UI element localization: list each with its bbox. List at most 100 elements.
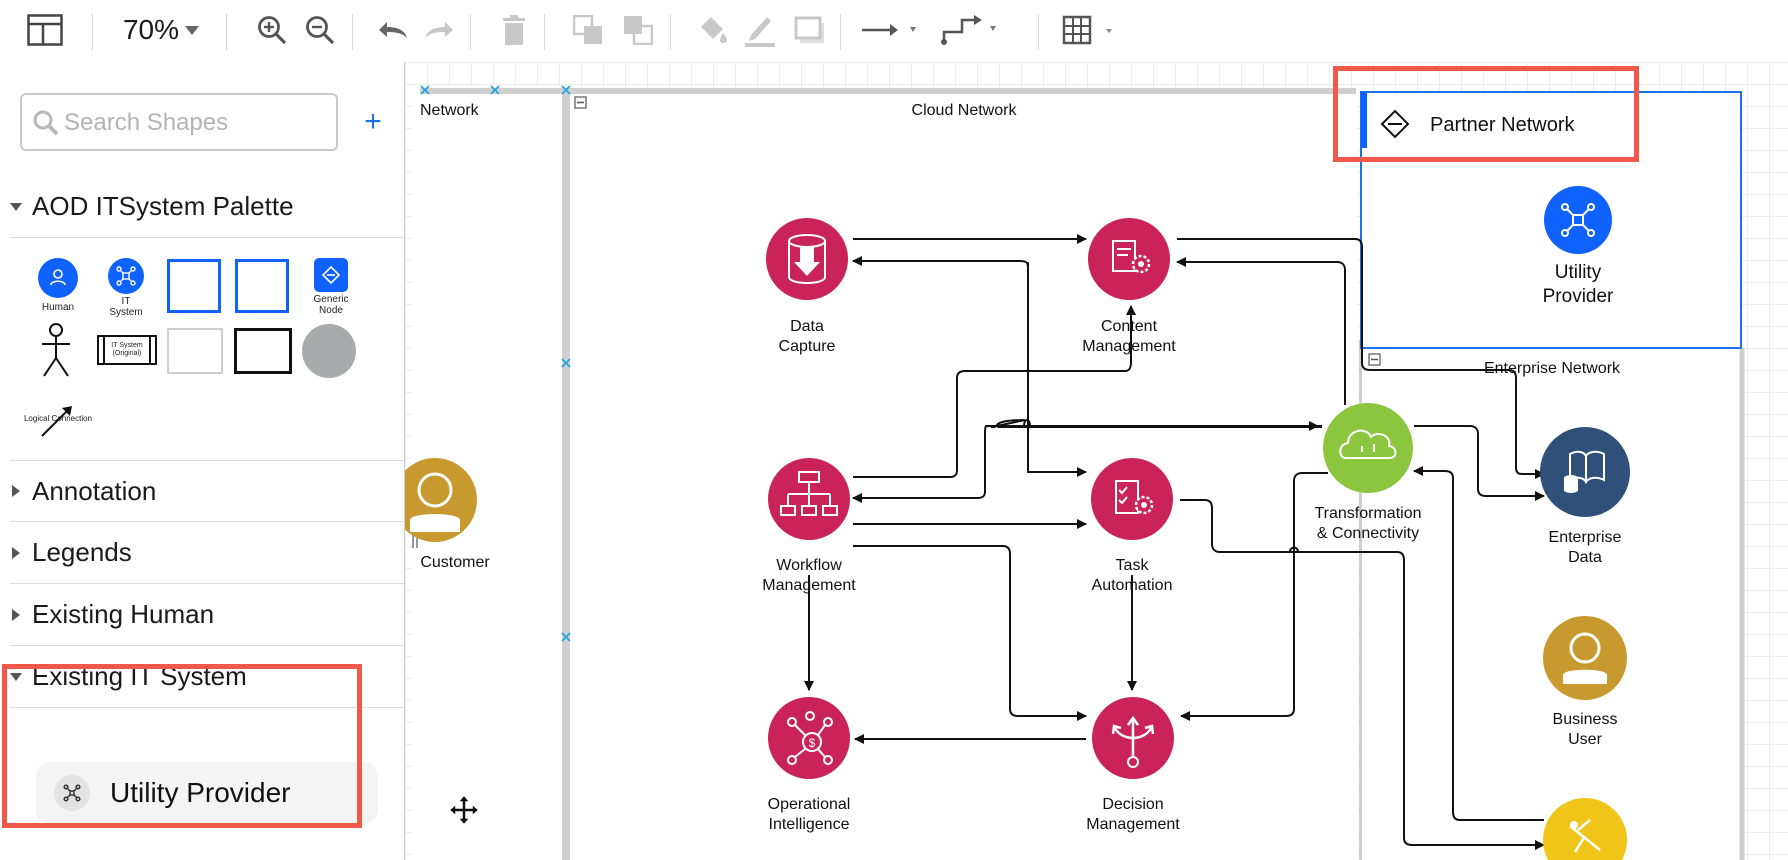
enterprise-network-label: Enterprise Network: [1484, 360, 1621, 377]
left-network-label: Network: [420, 102, 480, 119]
section-legends-label: Legends: [32, 537, 132, 567]
connection-style-icon[interactable]: [860, 8, 922, 52]
workflow-management-label-2: Management: [762, 577, 856, 594]
workflow-management-label: Workflow: [776, 557, 842, 574]
chevron-down-icon: [10, 202, 22, 211]
palette-it-system-label: IT System: [109, 296, 143, 318]
utility-provider-node-label: Utility: [1555, 262, 1602, 283]
section-annotation-label: Annotation: [32, 475, 157, 506]
utility-provider-node-label-2: Provider: [1543, 286, 1614, 307]
decision-management-label: Decision: [1102, 796, 1163, 813]
transformation-label-2: & Connectivity: [1317, 525, 1419, 542]
decision-management-label-2: Management: [1086, 816, 1180, 833]
add-shapes-button[interactable]: +: [364, 105, 382, 138]
operational-intelligence-label-2: Intelligence: [769, 816, 850, 833]
chevron-right-icon: [12, 608, 20, 621]
section-annotation[interactable]: Annotation: [10, 460, 404, 522]
undo-icon[interactable]: [374, 8, 410, 52]
content-management-label-2: Management: [1082, 338, 1176, 355]
data-capture-label: Data: [790, 318, 824, 335]
search-icon: [32, 109, 60, 142]
toolbar: 70%: [0, 0, 1788, 63]
chevron-down-icon: [185, 25, 200, 35]
palette-logical-connection[interactable]: [38, 400, 78, 440]
transformation-connectivity-node[interactable]: [1323, 403, 1413, 493]
section-existing-it-system[interactable]: Existing IT System: [10, 646, 404, 708]
palette-dark-container[interactable]: [234, 328, 292, 374]
palette-it-system-original-label: IT System (Original): [111, 342, 143, 357]
customer-label: Customer: [420, 554, 490, 571]
redo-icon[interactable]: [422, 8, 458, 52]
shapes-sidebar: + AOD ITSystem Palette Human IT System G…: [0, 62, 405, 860]
palette-light-container[interactable]: [167, 328, 223, 374]
chevron-down-icon: [10, 672, 22, 681]
palette-gray-circle[interactable]: [302, 324, 356, 378]
palette-human[interactable]: [38, 258, 78, 298]
search-input[interactable]: [62, 103, 326, 143]
fill-color-icon[interactable]: [692, 8, 732, 52]
shadow-icon[interactable]: [790, 8, 830, 52]
format-panel-icon[interactable]: [24, 8, 66, 52]
cloud-network-container[interactable]: [567, 92, 1357, 860]
section-legends[interactable]: Legends: [10, 522, 404, 584]
zoom-value: 70%: [122, 14, 180, 45]
operational-intelligence-label: Operational: [768, 796, 851, 813]
content-management-node[interactable]: [1088, 218, 1170, 300]
table-icon[interactable]: [1062, 8, 1118, 52]
palette-it-system[interactable]: [108, 258, 144, 294]
operational-intelligence-node[interactable]: $: [768, 697, 850, 779]
palette-generic-node-label: Generic Node: [313, 294, 349, 316]
utility-provider-node[interactable]: [1544, 186, 1612, 254]
task-automation-node[interactable]: [1091, 458, 1173, 540]
content-management-label: Content: [1101, 318, 1158, 335]
diagram-canvas[interactable]: Network Cloud Network Enterprise Network…: [405, 62, 1788, 860]
section-existing-human-label: Existing Human: [32, 599, 215, 629]
task-automation-label: Task: [1116, 557, 1150, 574]
transformation-label: Transformation: [1315, 505, 1422, 522]
palette-group-container-alt[interactable]: [235, 259, 289, 313]
partner-network-label: Partner Network: [1430, 114, 1575, 136]
palette-it-system-original[interactable]: [97, 335, 157, 365]
palette-title: AOD ITSystem Palette: [32, 191, 294, 221]
section-existing-it-system-label: Existing IT System: [32, 661, 247, 691]
data-capture-node[interactable]: [766, 218, 848, 300]
selection-handles[interactable]: [420, 85, 571, 642]
search-box: [20, 93, 338, 151]
palette-stick-figure[interactable]: [38, 322, 74, 380]
enterprise-data-node[interactable]: [1540, 427, 1630, 517]
zoom-dropdown[interactable]: 70%: [116, 8, 206, 52]
diagram: Network Cloud Network Enterprise Network…: [405, 85, 1745, 860]
section-existing-human[interactable]: Existing Human: [10, 584, 404, 646]
business-user-label-2: User: [1568, 731, 1602, 748]
palette-human-label: Human: [41, 302, 75, 313]
move-cursor-icon: [447, 793, 481, 827]
partial-yellow-node[interactable]: [1543, 798, 1627, 860]
customer-node[interactable]: [405, 458, 477, 542]
waypoints-icon[interactable]: [940, 8, 1002, 52]
zoom-out-icon[interactable]: [302, 8, 338, 52]
cloud-network-label: Cloud Network: [912, 102, 1018, 119]
enterprise-data-label-2: Data: [1568, 549, 1602, 566]
business-user-label: Business: [1553, 711, 1618, 728]
business-user-node[interactable]: [1543, 616, 1627, 700]
palette-group-container[interactable]: [167, 259, 221, 313]
palette-generic-node[interactable]: [314, 258, 348, 292]
data-capture-label-2: Capture: [779, 338, 836, 355]
to-front-icon[interactable]: [570, 8, 606, 52]
zoom-in-icon[interactable]: [254, 8, 290, 52]
connectors: [804, 234, 1545, 850]
line-color-icon[interactable]: [740, 8, 780, 52]
chevron-right-icon: [12, 546, 20, 559]
palette-logical-connection-label: Logical Connection: [23, 414, 93, 423]
palette-header[interactable]: AOD ITSystem Palette: [10, 176, 404, 238]
task-automation-label-2: Automation: [1092, 577, 1173, 594]
utility-provider-label: Utility Provider: [110, 777, 291, 808]
decision-management-node[interactable]: [1092, 697, 1174, 779]
to-back-icon[interactable]: [620, 8, 656, 52]
workflow-management-node[interactable]: [768, 458, 850, 540]
utility-provider-shape[interactable]: Utility Provider: [36, 762, 378, 824]
generic-node-icon: [1380, 109, 1410, 139]
enterprise-network-container[interactable]: [1362, 348, 1742, 860]
chevron-right-icon: [12, 485, 20, 497]
delete-icon[interactable]: [498, 8, 530, 52]
